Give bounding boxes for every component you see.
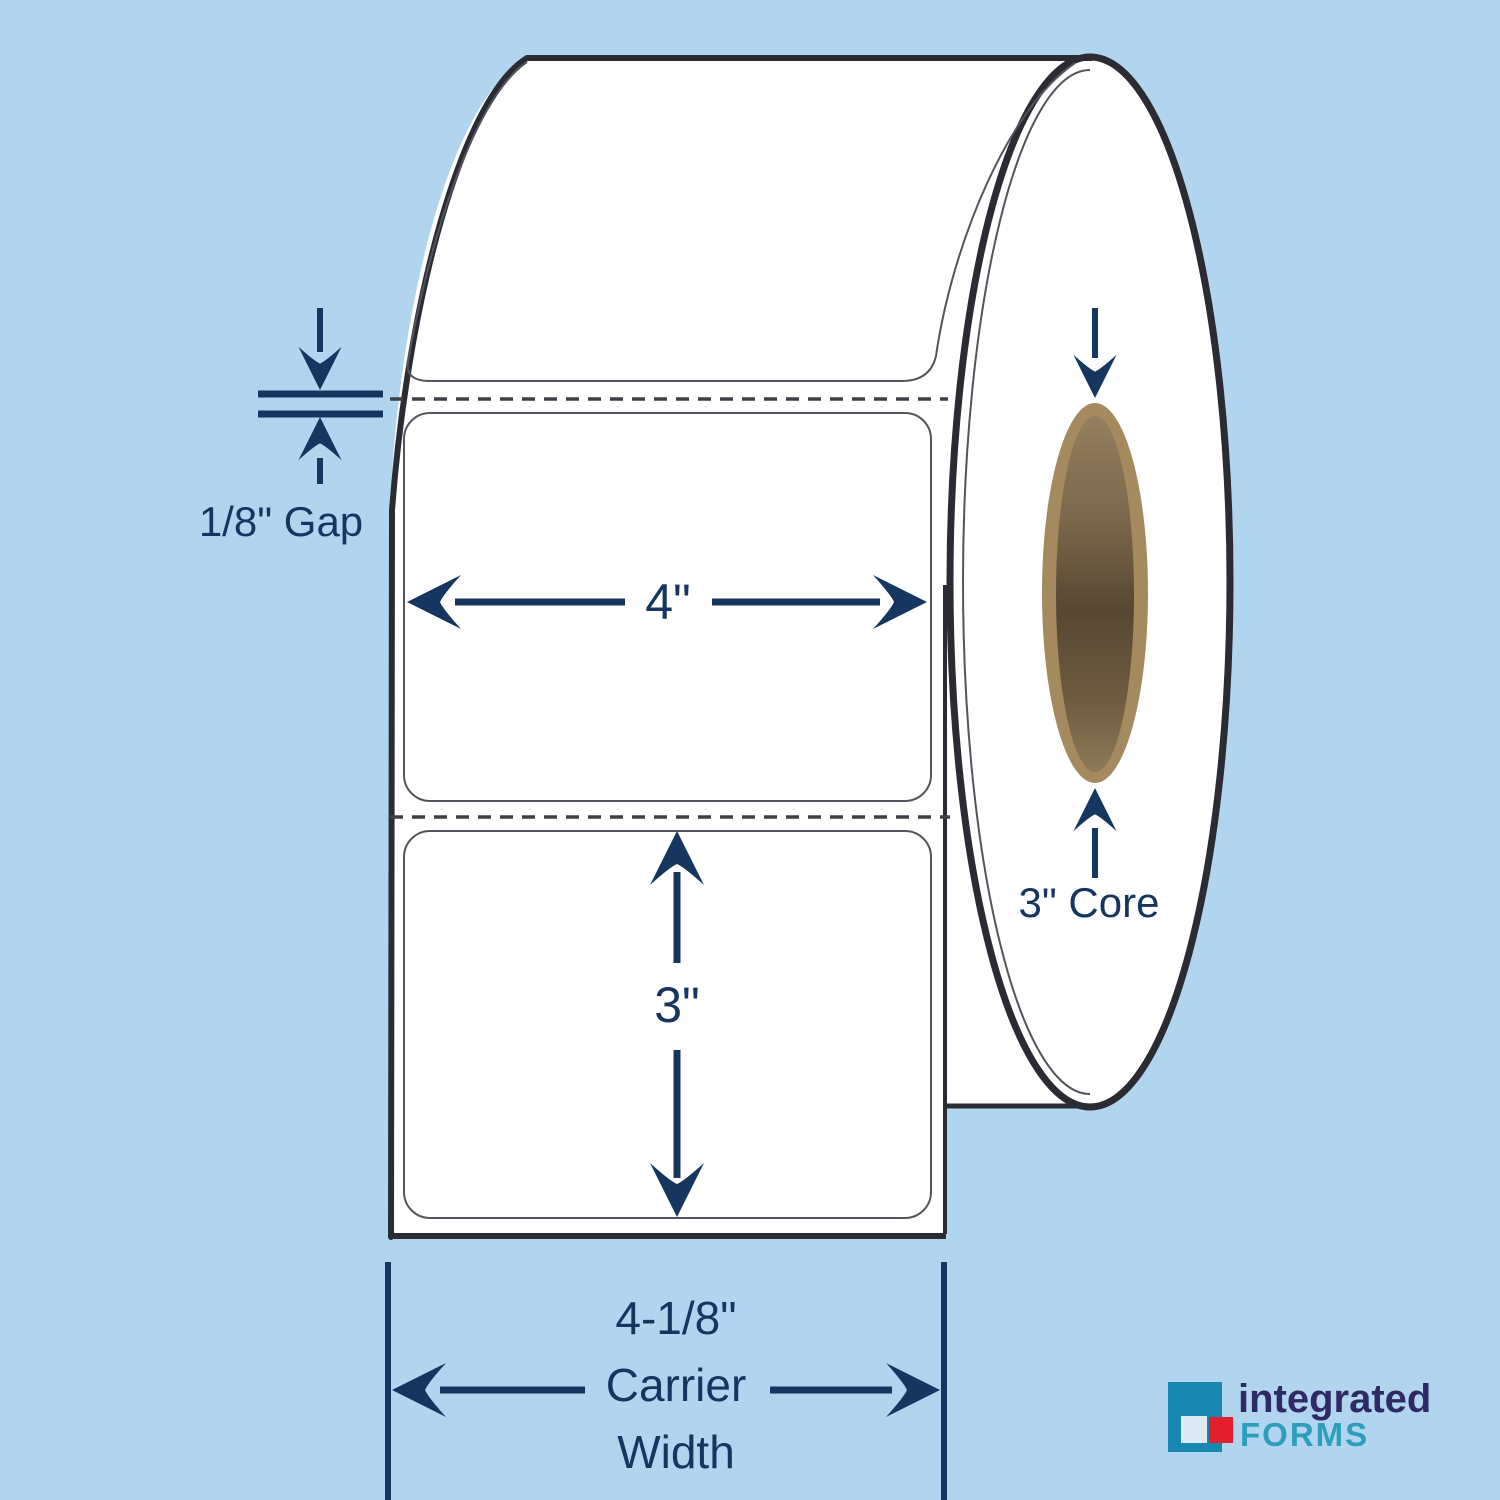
roll-end-inner-line (962, 69, 1091, 1095)
core-label: 3" Core (1019, 879, 1160, 926)
width-dimension: 4" (407, 574, 927, 630)
label-bottom (403, 830, 932, 1219)
label-middle (403, 412, 932, 802)
core-hole (1056, 416, 1134, 772)
carrier-label-line3: Width (617, 1426, 735, 1478)
width-label: 4" (645, 574, 691, 630)
carrier-label-line2: Carrier (606, 1359, 747, 1411)
height-label: 3" (654, 977, 700, 1033)
logo-word-integrated: integrated (1238, 1377, 1431, 1421)
logo-mark-red-square (1209, 1417, 1233, 1443)
carrier-label-line1: 4-1/8" (615, 1292, 736, 1344)
label-strip (390, 61, 1076, 1219)
logo-mark-light-square (1181, 1416, 1207, 1443)
height-dimension: 3" (650, 831, 704, 1217)
logo-word-forms: FORMS (1240, 1416, 1369, 1453)
core-dimension: 3" Core (1019, 308, 1160, 926)
gap-indicator: 1/8" Gap (199, 308, 383, 545)
label-top-partial (406, 61, 1076, 382)
brand-logo: integrated FORMS (1168, 1377, 1431, 1453)
gap-label: 1/8" Gap (199, 498, 363, 545)
carrier-width-dimension: 4-1/8" Carrier Width (385, 1262, 947, 1500)
roll-illustration (388, 53, 1234, 1240)
